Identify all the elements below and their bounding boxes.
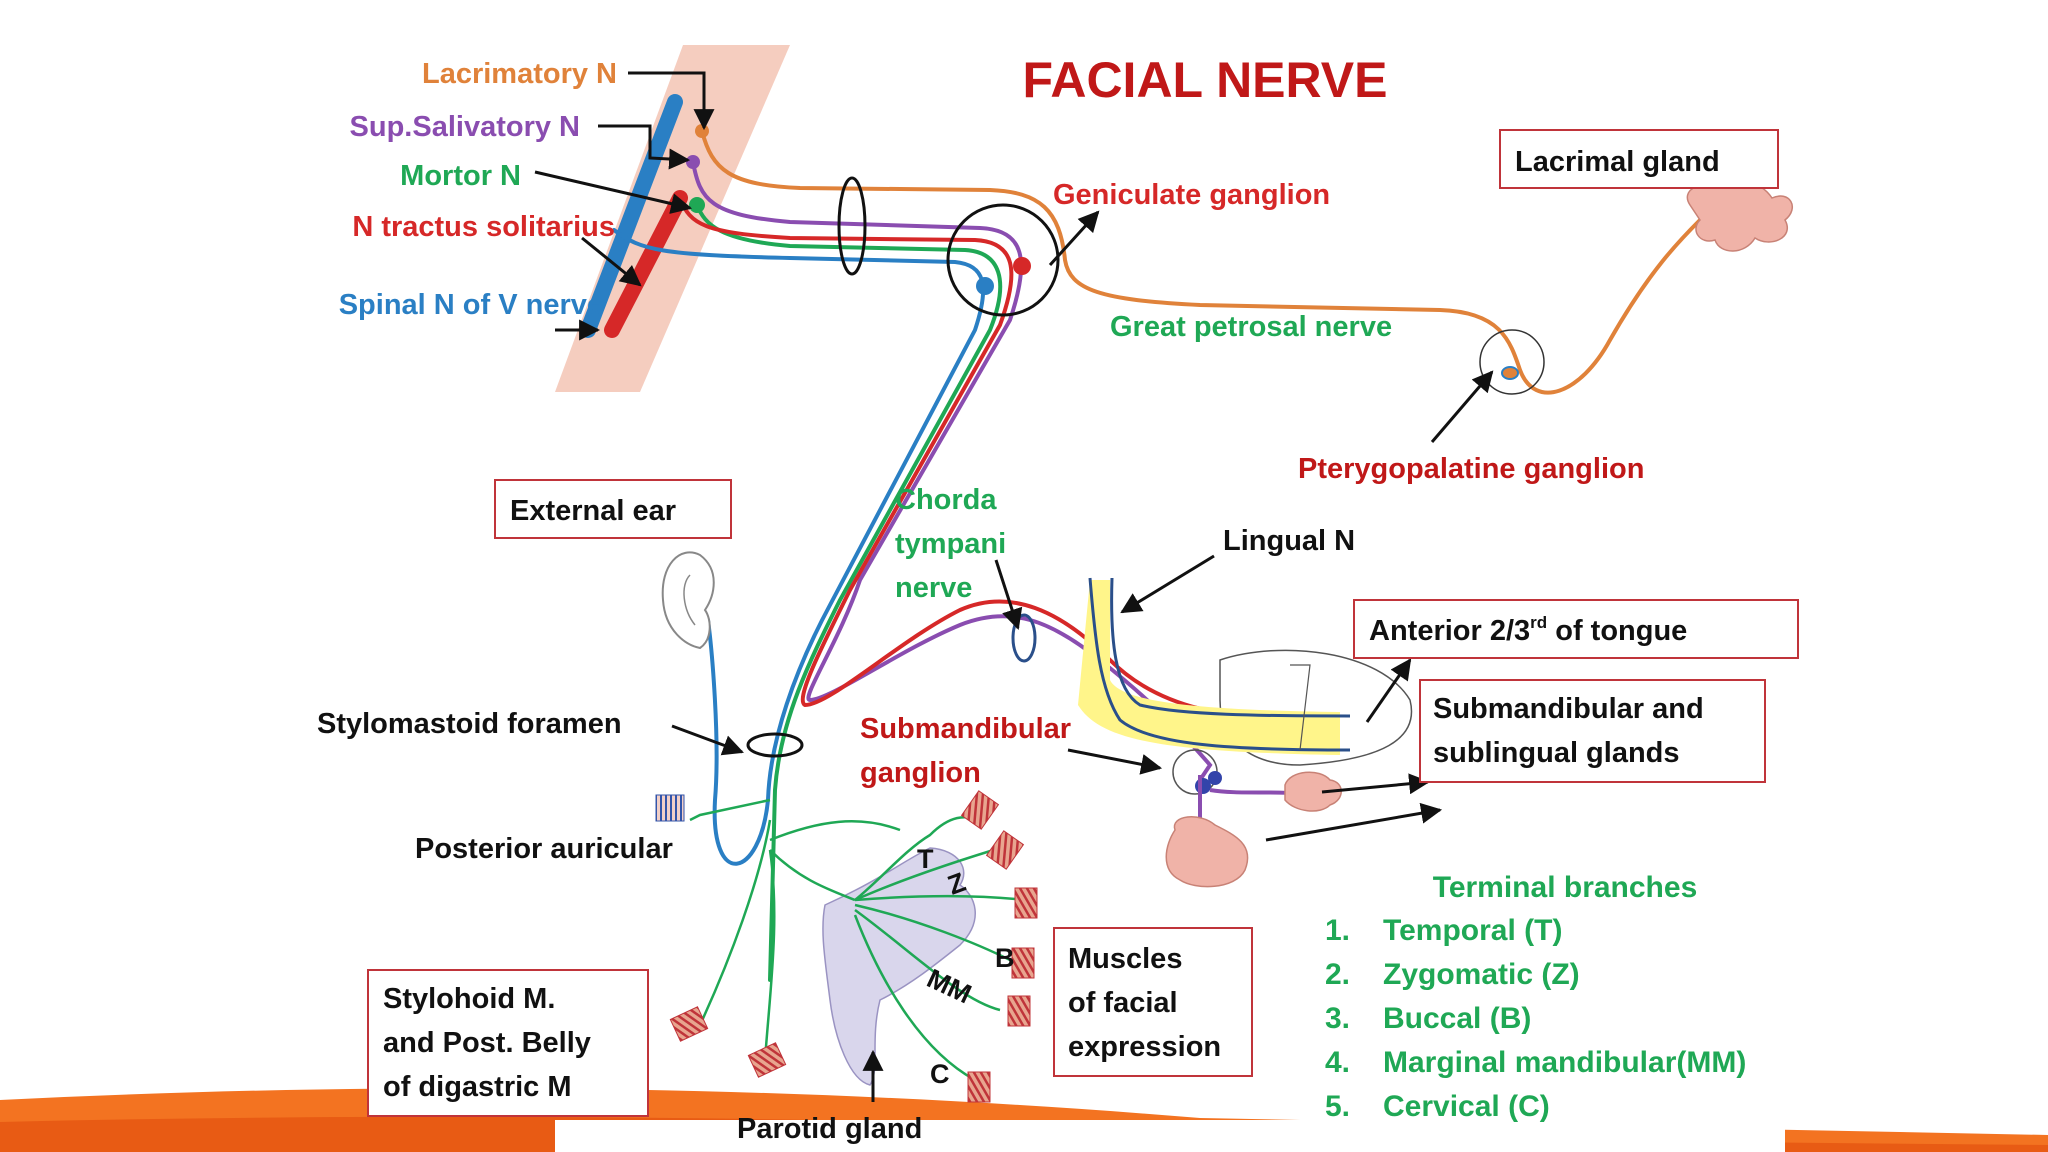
- tongue-box-sup: rd: [1530, 613, 1547, 632]
- chorda-label-2: tympani: [895, 528, 1006, 560]
- stylohoid-box-line-1: Stylohoid M.: [383, 983, 555, 1015]
- stylomastoid-ring: [746, 732, 804, 758]
- internal-acoustic-ring: [837, 176, 867, 276]
- blue-fibre: [612, 228, 986, 866]
- stylohoid-box: Stylohoid M. and Post. Belly of digastri…: [367, 969, 649, 1117]
- branch-label-T: T: [917, 844, 934, 874]
- terminal-item-text: Temporal (T): [1383, 914, 1562, 947]
- tongue-box: Anterior 2/3rd of tongue: [1353, 599, 1799, 659]
- submandibular-cell-2: [1208, 771, 1222, 785]
- lacrimal-gland-box-text: Lacrimal gland: [1515, 146, 1720, 178]
- arrows: [534, 71, 1494, 1102]
- stylohoid-box-line-3: of digastric M: [383, 1071, 572, 1103]
- submand-glands-box: Submandibular and sublingual glands: [1419, 679, 1766, 783]
- sublingual-gland-shape: [1284, 771, 1342, 812]
- stylomastoid-label: Stylomastoid foramen: [317, 708, 622, 740]
- stylohoid-box-line-2: and Post. Belly: [383, 1027, 591, 1059]
- tongue-box-rest: of tongue: [1547, 615, 1687, 647]
- nucleus-spinal-label: Spinal N of V nerve: [339, 289, 603, 321]
- terminal-item-text: Buccal (B): [1383, 1002, 1531, 1035]
- terminal-item-num: 1.: [1325, 914, 1350, 947]
- terminal-branches-heading: Terminal branches: [1433, 871, 1698, 904]
- lacrimal-gland-box: Lacrimal gland: [1499, 129, 1779, 189]
- nucleus-lacrimatory-label: Lacrimatory N: [422, 58, 617, 90]
- tongue-region: [1078, 577, 1413, 766]
- great-petrosal-label: Great petrosal nerve: [1110, 311, 1392, 343]
- purple-fibre: [691, 160, 1213, 782]
- submandibular-gland-shape: [1165, 816, 1249, 888]
- green-fibre: [695, 203, 1003, 982]
- tongue-box-main: Anterior 2/3: [1369, 615, 1530, 647]
- muscles-box: Muscles of facial expression: [1053, 927, 1253, 1077]
- muscles-box-line-3: expression: [1068, 1031, 1221, 1063]
- branch-label-B: B: [995, 943, 1015, 973]
- muscles-box-line-1: Muscles: [1068, 943, 1182, 975]
- red-fibre: [678, 196, 1322, 722]
- chorda-label-3: nerve: [895, 572, 972, 604]
- nucleus-tractus-label: N tractus solitarius: [352, 211, 615, 243]
- terminal-item-text: Zygomatic (Z): [1383, 958, 1580, 991]
- geniculate-ganglion-ring: [946, 203, 1060, 317]
- parotid-label: Parotid gland: [737, 1113, 922, 1145]
- terminal-item-num: 5.: [1325, 1090, 1350, 1123]
- chorda-ring: [1011, 613, 1037, 663]
- nucleus-salivatory-label: Sup.Salivatory N: [350, 111, 580, 143]
- submand-glands-box-line-1: Submandibular and: [1433, 693, 1704, 725]
- nucleus-motor-label: Mortor N: [400, 160, 521, 192]
- tongue-box-text: Anterior 2/3rd of tongue: [1369, 613, 1687, 647]
- pterygopalatine-label: Pterygopalatine ganglion: [1298, 453, 1644, 485]
- orange-fibre: [700, 129, 1737, 395]
- terminal-item-text: Cervical (C): [1383, 1090, 1550, 1123]
- branch-label-C: C: [930, 1059, 950, 1089]
- muscle-blocks: [655, 790, 1038, 1103]
- page-title: FACIAL NERVE: [1023, 52, 1388, 108]
- muscles-box-line-2: of facial: [1068, 987, 1178, 1019]
- terminal-branches-panel: Terminal branches 1. Temporal (T) 2. Zyg…: [1308, 858, 1828, 1128]
- submand-glands-box-line-2: sublingual glands: [1433, 737, 1680, 769]
- pterygopalatine-ring: [1479, 329, 1545, 395]
- external-ear-box-text: External ear: [510, 495, 676, 527]
- geniculate-red-cell: [1013, 257, 1031, 275]
- tractus-nucleus-bar: [604, 190, 688, 338]
- external-ear-shape: [661, 551, 715, 650]
- submand-ganglion-label-2: ganglion: [860, 757, 981, 789]
- ear-inner: [683, 574, 696, 626]
- lingual-nerve-label: Lingual N: [1223, 525, 1355, 557]
- geniculate-ganglion-label: Geniculate ganglion: [1053, 179, 1330, 211]
- submand-ganglion-label-1: Submandibular: [860, 713, 1071, 745]
- facial-branches: [689, 798, 1026, 1082]
- terminal-list: 1. Temporal (T) 2. Zygomatic (Z) 3. Bucc…: [1325, 914, 1746, 1123]
- external-ear-box: External ear: [494, 479, 732, 539]
- terminal-item-num: 3.: [1325, 1002, 1350, 1035]
- terminal-item-num: 4.: [1325, 1046, 1350, 1079]
- chorda-label-1: Chorda: [895, 484, 997, 516]
- spinal-nucleus-bar: [580, 94, 683, 338]
- pterygopalatine-cell: [1501, 366, 1519, 380]
- terminal-item-num: 2.: [1325, 958, 1350, 991]
- geniculate-blue-cell: [976, 277, 994, 295]
- posterior-auricular-label: Posterior auricular: [415, 833, 673, 865]
- lacrimal-gland-shape: [1686, 180, 1793, 252]
- terminal-item-text: Marginal mandibular(MM): [1383, 1046, 1746, 1079]
